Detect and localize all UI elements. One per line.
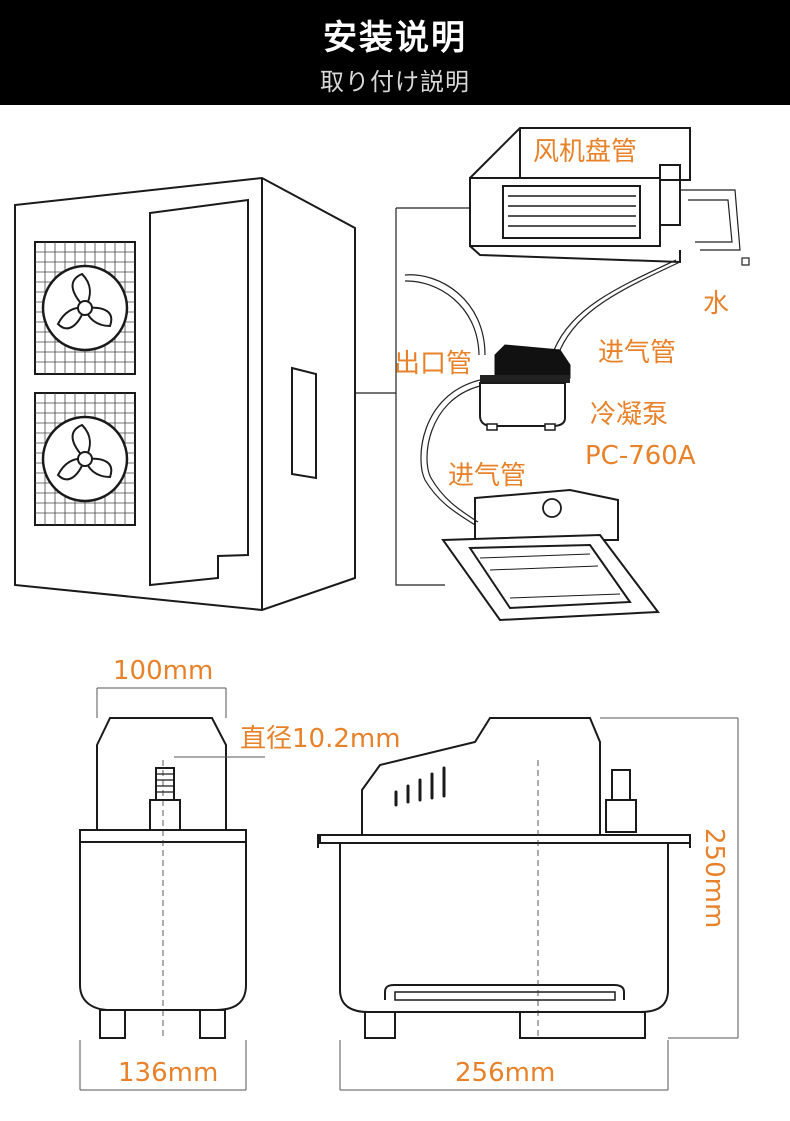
dim-height: 250mm — [699, 828, 729, 928]
label-inlet-pipe-bottom: 进气管 — [448, 461, 526, 491]
dim-diameter: 直径10.2mm — [240, 724, 401, 754]
fan-coil-unit — [469, 127, 750, 266]
header-bar: 安装说明 取り付け説明 — [0, 0, 790, 105]
dim-top-width: 100mm — [113, 656, 213, 686]
label-pump-name: 冷凝泵 — [590, 400, 668, 430]
label-water: 水 — [703, 289, 729, 319]
label-inlet-pipe-top: 进气管 — [598, 338, 676, 368]
outdoor-unit — [14, 176, 470, 612]
label-pump-model: PC-760A — [585, 441, 696, 471]
dimension-lines — [79, 687, 739, 1091]
label-outlet-pipe: 出口管 — [394, 349, 472, 379]
fan-icon — [34, 392, 136, 526]
dim-side-width: 136mm — [118, 1058, 218, 1088]
pump-side-view — [79, 717, 265, 1040]
condensate-pump — [479, 344, 571, 431]
label-fan-coil: 风机盘管 — [533, 137, 637, 167]
page-title: 安装说明 — [323, 18, 467, 58]
dim-front-width: 256mm — [455, 1058, 555, 1088]
fan-icon — [34, 241, 136, 375]
pump-front-view — [317, 717, 691, 1040]
cassette-unit — [441, 488, 660, 622]
page-subtitle: 取り付け説明 — [320, 68, 470, 96]
